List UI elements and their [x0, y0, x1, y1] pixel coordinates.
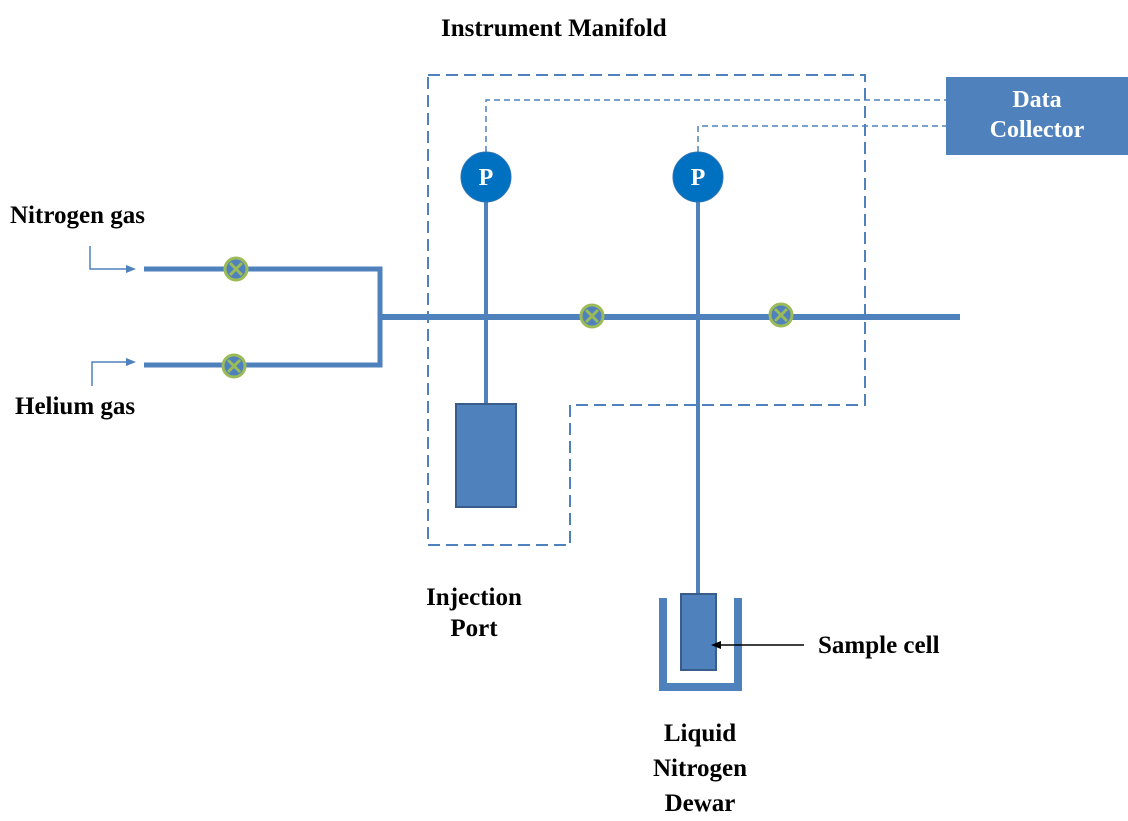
signal-line-1 — [485, 99, 946, 152]
gauge-label: P — [691, 165, 706, 191]
valve-icon[interactable] — [579, 303, 605, 329]
injection-port-label: Injection Port — [404, 582, 544, 645]
nitrogen-line — [144, 266, 383, 316]
helium-arrow-icon — [91, 358, 136, 386]
dewar-line-3: Dewar — [664, 790, 736, 817]
injection-port-line-1: Injection — [426, 584, 522, 611]
helium-gas-label: Helium gas — [15, 393, 136, 420]
pressure-gauge-icon: P — [460, 151, 512, 203]
dewar-line-1: Liquid — [663, 720, 737, 747]
sample-cell-label: Sample cell — [818, 632, 940, 659]
helium-line — [144, 316, 383, 368]
data-collector-line-1: Data — [1012, 87, 1062, 113]
data-collector-line-2: Collector — [989, 117, 1085, 143]
sample-cell — [680, 593, 717, 671]
dewar-vessel — [659, 598, 742, 691]
nitrogen-arrow-icon — [89, 246, 136, 273]
dewar-label: Liquid Nitrogen Dewar — [620, 716, 780, 821]
dewar-line-2: Nitrogen — [653, 755, 747, 782]
gauge-label: P — [479, 165, 494, 191]
injection-port-vessel — [455, 403, 517, 508]
nitrogen-gas-label: Nitrogen gas — [10, 202, 145, 229]
valve-icon[interactable] — [221, 353, 247, 379]
injection-port-line-2: Port — [450, 615, 498, 643]
signal-line-2 — [697, 125, 946, 152]
valve-icon[interactable] — [768, 302, 794, 328]
manifold-boundary — [427, 74, 866, 546]
valve-icon[interactable] — [223, 256, 249, 282]
data-collector-label: Data Collector — [946, 85, 1128, 145]
data-collector-box — [946, 77, 1128, 155]
pressure-gauge-icon: P — [672, 151, 724, 203]
sample-cell-arrow-icon — [711, 641, 804, 649]
diagram-title: Instrument Manifold — [441, 15, 667, 42]
